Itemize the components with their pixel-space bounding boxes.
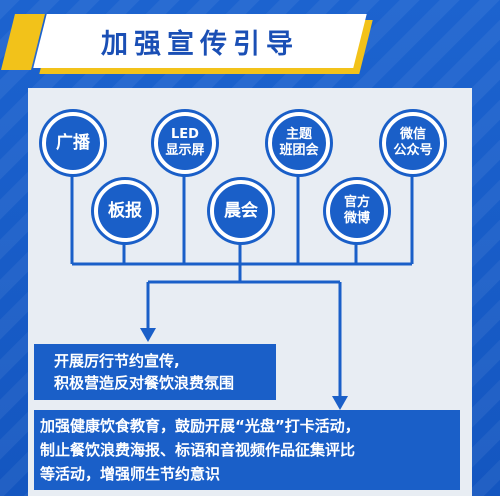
arrow-head-1 [140,328,156,342]
box-propaganda: 开展厉行节约宣传, 积极营造反对餐饮浪费氛围 [34,344,276,400]
arrow-head-2 [332,396,348,410]
box-education: 加强健康饮食教育，鼓励开展“光盘”打卡活动， 制止餐饮浪费海报、标语和音视频作品… [34,410,460,490]
node-guangbo: 广播 [42,112,104,174]
page-title: 加强宣传引导 [101,28,299,60]
node-zhuti: 主题 班团会 [268,112,330,174]
node-weixin: 微信 公众号 [382,112,444,174]
title-banner: 加强宣传引导 [33,14,373,74]
node-guanfang: 官方 微博 [326,180,388,242]
node-banbao: 板报 [94,180,156,242]
node-chenhui: 晨会 [210,180,272,242]
node-led: LED 显示屏 [154,112,216,174]
